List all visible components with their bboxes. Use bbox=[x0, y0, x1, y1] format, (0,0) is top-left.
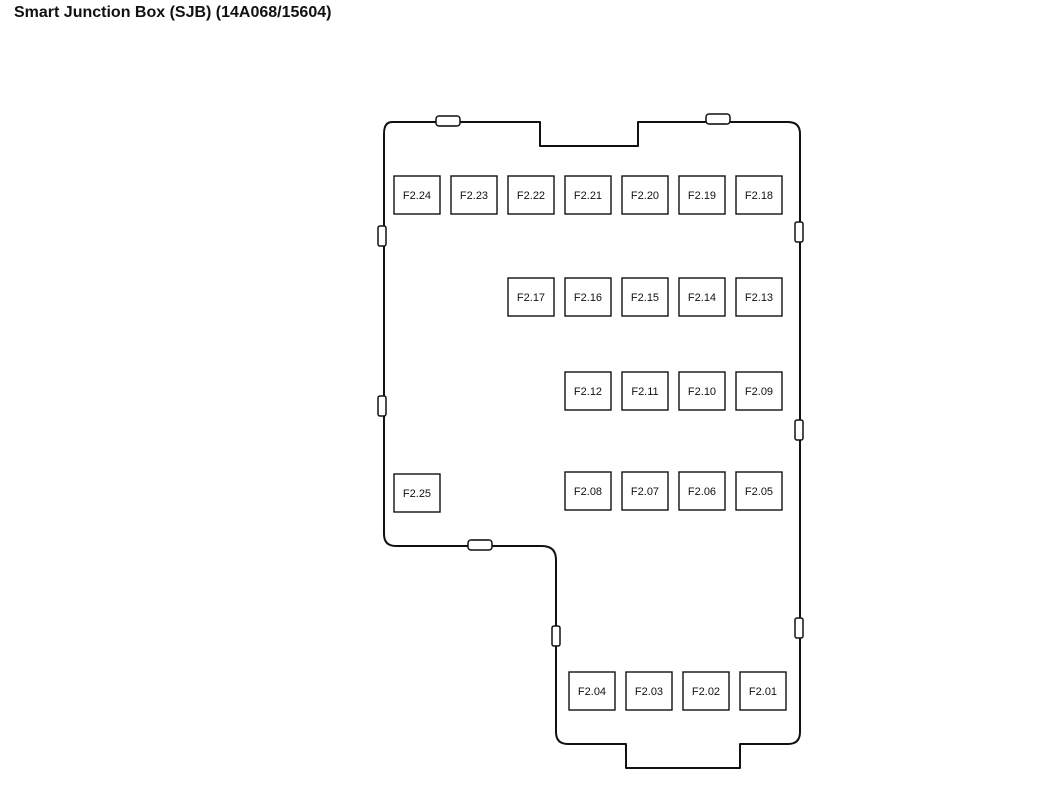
fuse-label: F2.13 bbox=[745, 292, 773, 304]
fuse-box bbox=[739, 671, 787, 711]
fuse-box bbox=[678, 371, 726, 411]
fuse-f2-10: F2.10 bbox=[678, 371, 726, 411]
fuse-f2-02: F2.02 bbox=[682, 671, 730, 711]
fuse-box bbox=[507, 277, 555, 317]
fuse-label: F2.25 bbox=[403, 488, 431, 500]
fuse-box bbox=[621, 371, 669, 411]
fuse-box bbox=[735, 371, 783, 411]
fuse-label: F2.24 bbox=[403, 190, 431, 202]
fuse-f2-17: F2.17 bbox=[507, 277, 555, 317]
fuse-label: F2.21 bbox=[574, 190, 602, 202]
side-clip-right-lower bbox=[794, 617, 804, 639]
side-clip-inner-left bbox=[551, 625, 561, 647]
fuse-label: F2.06 bbox=[688, 486, 716, 498]
fuse-box bbox=[507, 175, 555, 215]
fuse-label: F2.01 bbox=[749, 686, 777, 698]
fuse-label: F2.20 bbox=[631, 190, 659, 202]
fuse-box bbox=[682, 671, 730, 711]
fuse-layer: F2.24 F2.23 F2.22 F2.21 F2.20 F2.19 F2.18F2.17… bbox=[393, 175, 787, 711]
fuse-f2-09: F2.09 bbox=[735, 371, 783, 411]
fuse-label: F2.19 bbox=[688, 190, 716, 202]
fuse-f2-15: F2.15 bbox=[621, 277, 669, 317]
fuse-label: F2.03 bbox=[635, 686, 663, 698]
side-clip-left-lower bbox=[377, 395, 387, 417]
fuse-f2-04: F2.04 bbox=[568, 671, 616, 711]
fuse-label: F2.02 bbox=[692, 686, 720, 698]
fuse-f2-21: F2.21 bbox=[564, 175, 612, 215]
fuse-box bbox=[621, 471, 669, 511]
side-clip-left-upper bbox=[377, 225, 387, 247]
fuse-f2-12: F2.12 bbox=[564, 371, 612, 411]
fuse-box bbox=[735, 471, 783, 511]
fuse-f2-08: F2.08 bbox=[564, 471, 612, 511]
diagram-title: Smart Junction Box (SJB) (14A068/15604) bbox=[14, 4, 332, 21]
fuse-f2-14: F2.14 bbox=[678, 277, 726, 317]
fuse-label: F2.18 bbox=[745, 190, 773, 202]
fuse-box bbox=[393, 175, 441, 215]
bottom-clip bbox=[467, 539, 493, 551]
fuse-label: F2.10 bbox=[688, 386, 716, 398]
fuse-label: F2.07 bbox=[631, 486, 659, 498]
top-clip-left bbox=[435, 115, 461, 127]
fuse-f2-18: F2.18 bbox=[735, 175, 783, 215]
fuse-label: F2.05 bbox=[745, 486, 773, 498]
fuse-f2-19: F2.19 bbox=[678, 175, 726, 215]
fuse-f2-13: F2.13 bbox=[735, 277, 783, 317]
fuse-box bbox=[735, 175, 783, 215]
fuse-box bbox=[450, 175, 498, 215]
fuse-f2-01: F2.01 bbox=[739, 671, 787, 711]
fuse-f2-05: F2.05 bbox=[735, 471, 783, 511]
fuse-box bbox=[678, 175, 726, 215]
fuse-box bbox=[564, 471, 612, 511]
fuse-label: F2.11 bbox=[631, 386, 658, 398]
side-clip-right-upper bbox=[794, 221, 804, 243]
fuse-f2-23: F2.23 bbox=[450, 175, 498, 215]
fuse-box bbox=[564, 277, 612, 317]
fuse-box bbox=[568, 671, 616, 711]
fuse-f2-16: F2.16 bbox=[564, 277, 612, 317]
fuse-label: F2.23 bbox=[460, 190, 488, 202]
fuse-label: F2.14 bbox=[688, 292, 716, 304]
fuse-box bbox=[621, 175, 669, 215]
fuse-box bbox=[678, 277, 726, 317]
fuse-f2-11: F2.11 bbox=[621, 371, 669, 411]
fuse-label: F2.08 bbox=[574, 486, 602, 498]
fuse-box bbox=[393, 473, 441, 513]
fuse-box bbox=[735, 277, 783, 317]
fuse-box bbox=[564, 371, 612, 411]
fuse-label: F2.09 bbox=[745, 386, 773, 398]
fuse-box bbox=[564, 175, 612, 215]
junction-box-outline bbox=[383, 121, 801, 769]
fuse-f2-07: F2.07 bbox=[621, 471, 669, 511]
fuse-box bbox=[678, 471, 726, 511]
fuse-f2-20: F2.20 bbox=[621, 175, 669, 215]
fuse-f2-22: F2.22 bbox=[507, 175, 555, 215]
fuse-label: F2.15 bbox=[631, 292, 659, 304]
top-clip-right bbox=[705, 113, 731, 125]
fuse-label: F2.17 bbox=[517, 292, 545, 304]
fuse-label: F2.22 bbox=[517, 190, 545, 202]
fuse-label: F2.04 bbox=[578, 686, 606, 698]
fuse-label: F2.12 bbox=[574, 386, 602, 398]
fuse-f2-06: F2.06 bbox=[678, 471, 726, 511]
fuse-f2-24: F2.24 bbox=[393, 175, 441, 215]
fuse-f2-25: F2.25 bbox=[393, 473, 441, 513]
fuse-box bbox=[621, 277, 669, 317]
fuse-label: F2.16 bbox=[574, 292, 602, 304]
fuse-box bbox=[625, 671, 673, 711]
fuse-f2-03: F2.03 bbox=[625, 671, 673, 711]
side-clip-right-middle bbox=[794, 419, 804, 441]
